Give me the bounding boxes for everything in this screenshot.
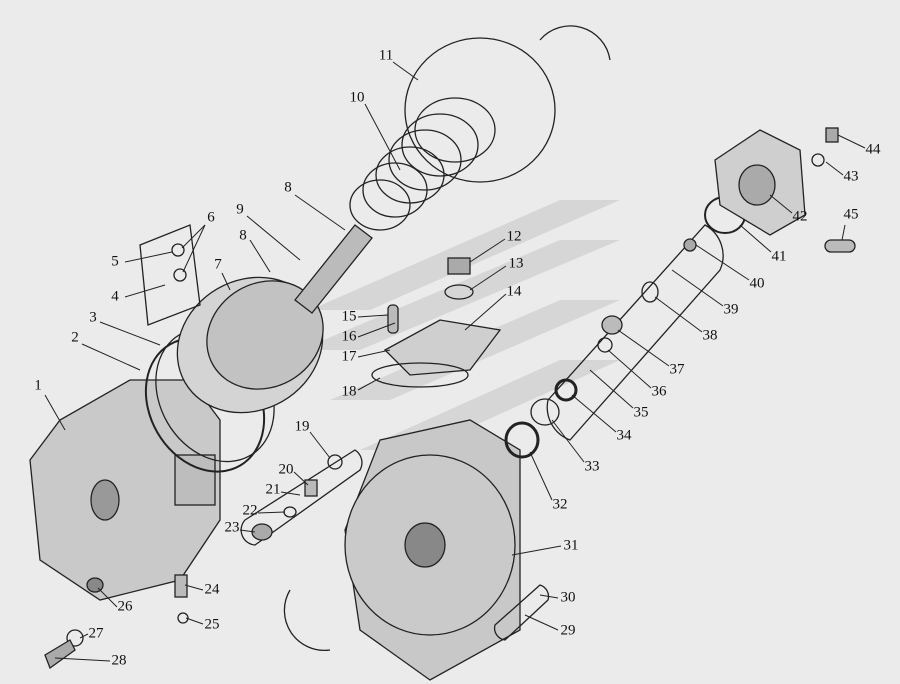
callout-31: 31 — [563, 537, 579, 554]
housing-part-1 — [29, 379, 221, 601]
callout-39: 39 — [723, 301, 739, 318]
callout-40: 40 — [749, 275, 765, 292]
callout-28: 28 — [111, 652, 127, 669]
valve-assembly — [504, 127, 856, 459]
callout-24: 24 — [204, 581, 220, 598]
callout-19: 19 — [294, 418, 310, 435]
callout-41: 41 — [771, 248, 787, 265]
ring — [404, 37, 556, 183]
rod — [294, 224, 373, 314]
callout-37: 37 — [669, 361, 685, 378]
callout-26: 26 — [117, 598, 133, 615]
callout-12: 12 — [506, 228, 522, 245]
callout-2: 2 — [71, 329, 79, 346]
callout-9: 9 — [236, 201, 244, 218]
callout-20: 20 — [278, 461, 294, 478]
callout-10: 10 — [349, 89, 365, 106]
callout-38: 38 — [702, 327, 718, 344]
callout-13: 13 — [508, 255, 524, 272]
callout-16: 16 — [341, 328, 357, 345]
callout-36: 36 — [651, 383, 667, 400]
callout-15: 15 — [341, 308, 357, 325]
callout-25: 25 — [204, 616, 220, 633]
callout-35: 35 — [633, 404, 649, 421]
callout-43: 43 — [843, 168, 859, 185]
callout-33: 33 — [584, 458, 600, 475]
callout-32: 32 — [552, 496, 568, 513]
bracket — [139, 224, 201, 326]
small-parts — [44, 449, 550, 670]
callout-14: 14 — [506, 283, 522, 300]
callout-5: 5 — [111, 253, 119, 270]
callout-8a: 8 — [239, 227, 247, 244]
callout-21: 21 — [265, 481, 281, 498]
cover-plate — [371, 257, 502, 388]
callout-44: 44 — [865, 141, 881, 158]
callout-18: 18 — [341, 383, 357, 400]
spring — [349, 97, 496, 231]
callout-30: 30 — [560, 589, 576, 606]
callout-1: 1 — [34, 377, 42, 394]
callout-7: 7 — [214, 256, 222, 273]
callout-29: 29 — [560, 622, 576, 639]
callout-17: 17 — [341, 348, 357, 365]
callout-11: 11 — [378, 47, 394, 64]
rings-and-drum — [144, 276, 324, 473]
callout-34: 34 — [616, 427, 632, 444]
callout-8b: 8 — [284, 179, 292, 196]
callout-6: 6 — [207, 209, 215, 226]
callout-42: 42 — [792, 208, 808, 225]
leader-lines — [44, 61, 866, 662]
callout-23: 23 — [224, 519, 240, 536]
callout-22: 22 — [242, 502, 258, 519]
callout-3: 3 — [89, 309, 97, 326]
callout-4: 4 — [111, 288, 119, 305]
callout-27: 27 — [88, 625, 104, 642]
housing-part-31 — [344, 419, 521, 681]
callout-45: 45 — [843, 206, 859, 223]
